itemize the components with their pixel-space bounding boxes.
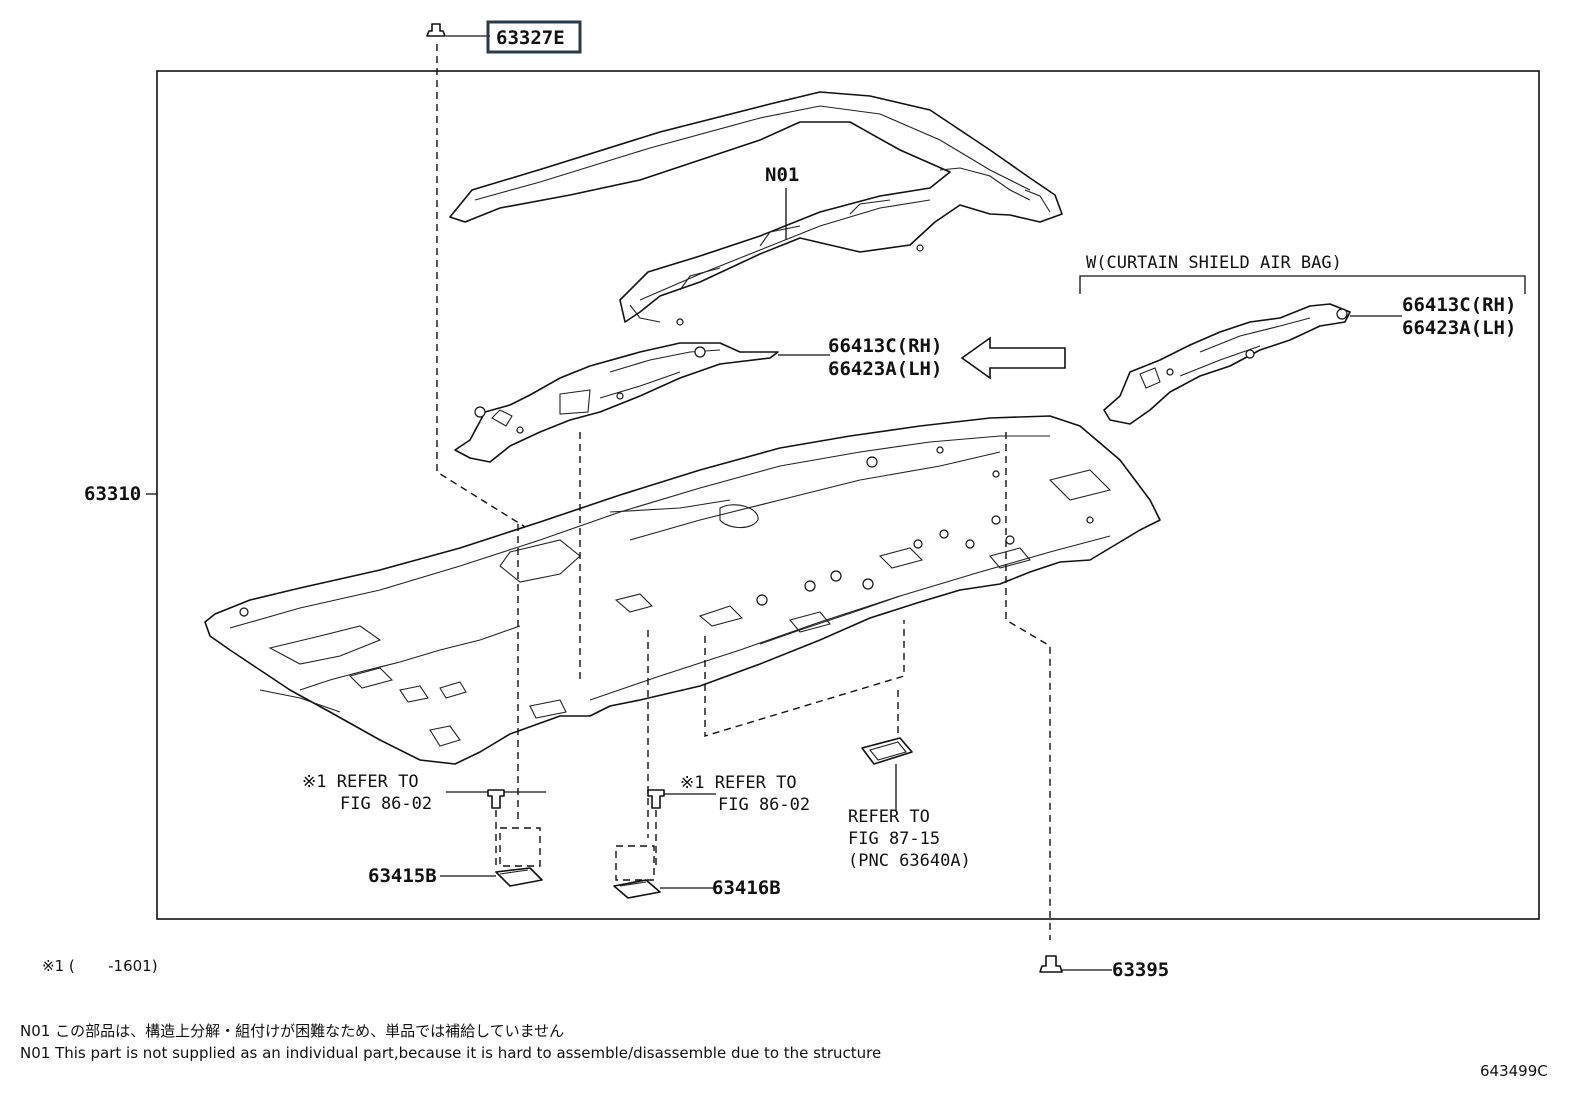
roof-clip-63415b[interactable] — [495, 867, 543, 887]
dash-lamp-box — [704, 620, 905, 737]
label-refer3-l3[interactable]: (PNC 63640A) — [848, 851, 971, 871]
label-refer3-l1[interactable]: REFER TO — [848, 807, 930, 827]
roof-headlining[interactable] — [204, 415, 1161, 765]
room-lamp[interactable] — [861, 737, 913, 810]
dash-63395-up — [1005, 432, 1051, 940]
label-66413c-right[interactable]: 66413C(RH) — [1402, 294, 1516, 316]
footnote-range: ※1 ( -1601) — [42, 957, 158, 975]
roof-side-rail-assembly[interactable] — [449, 91, 1063, 326]
label-66423a-left[interactable]: 66423A(LH) — [828, 358, 942, 380]
label-63415b[interactable]: 63415B — [368, 865, 437, 887]
roof-bracket-left[interactable] — [454, 342, 779, 463]
dash-clip-63415b-box — [499, 827, 541, 867]
assembly-frame — [156, 70, 1540, 920]
direction-arrow — [960, 336, 1066, 380]
dash-clip-63416b-box — [615, 845, 655, 881]
screw-right[interactable] — [647, 789, 665, 809]
label-63416b[interactable]: 63416B — [712, 877, 781, 899]
label-refer2-l2[interactable]: FIG 86-02 — [718, 795, 810, 815]
label-refer3-l2[interactable]: FIG 87-15 — [848, 829, 940, 849]
label-63310[interactable]: 63310 — [84, 483, 141, 505]
label-refer1-l2[interactable]: FIG 86-02 — [340, 794, 432, 814]
label-n01[interactable]: N01 — [765, 164, 799, 186]
roof-bracket-right[interactable] — [1103, 303, 1351, 425]
label-63327e[interactable]: 63327E — [496, 27, 565, 49]
screw-left[interactable] — [487, 789, 546, 809]
note-n01-english: N01 This part is not supplied as an indi… — [20, 1044, 881, 1062]
figure-code: 643499C — [1480, 1062, 1548, 1080]
label-66413c-left[interactable]: 66413C(RH) — [828, 335, 942, 357]
roof-clip-63416b[interactable] — [613, 879, 661, 899]
note-n01-japanese: N01 この部品は、構造上分解・組付けが困難なため、単品では補給していません — [20, 1022, 564, 1040]
label-curtain-shield[interactable]: W(CURTAIN SHIELD AIR BAG) — [1086, 253, 1342, 273]
label-63395[interactable]: 63395 — [1112, 959, 1169, 981]
clip-63395[interactable] — [1039, 955, 1063, 973]
curtain-shield-bracket-line — [1079, 275, 1526, 294]
clip-63327e[interactable] — [426, 23, 490, 37]
label-refer2-l1[interactable]: ※1 REFER TO — [680, 773, 797, 793]
highlight-box-63327e — [486, 20, 582, 54]
label-refer1-l1[interactable]: ※1 REFER TO — [302, 772, 419, 792]
label-66423a-right[interactable]: 66423A(LH) — [1402, 317, 1516, 339]
